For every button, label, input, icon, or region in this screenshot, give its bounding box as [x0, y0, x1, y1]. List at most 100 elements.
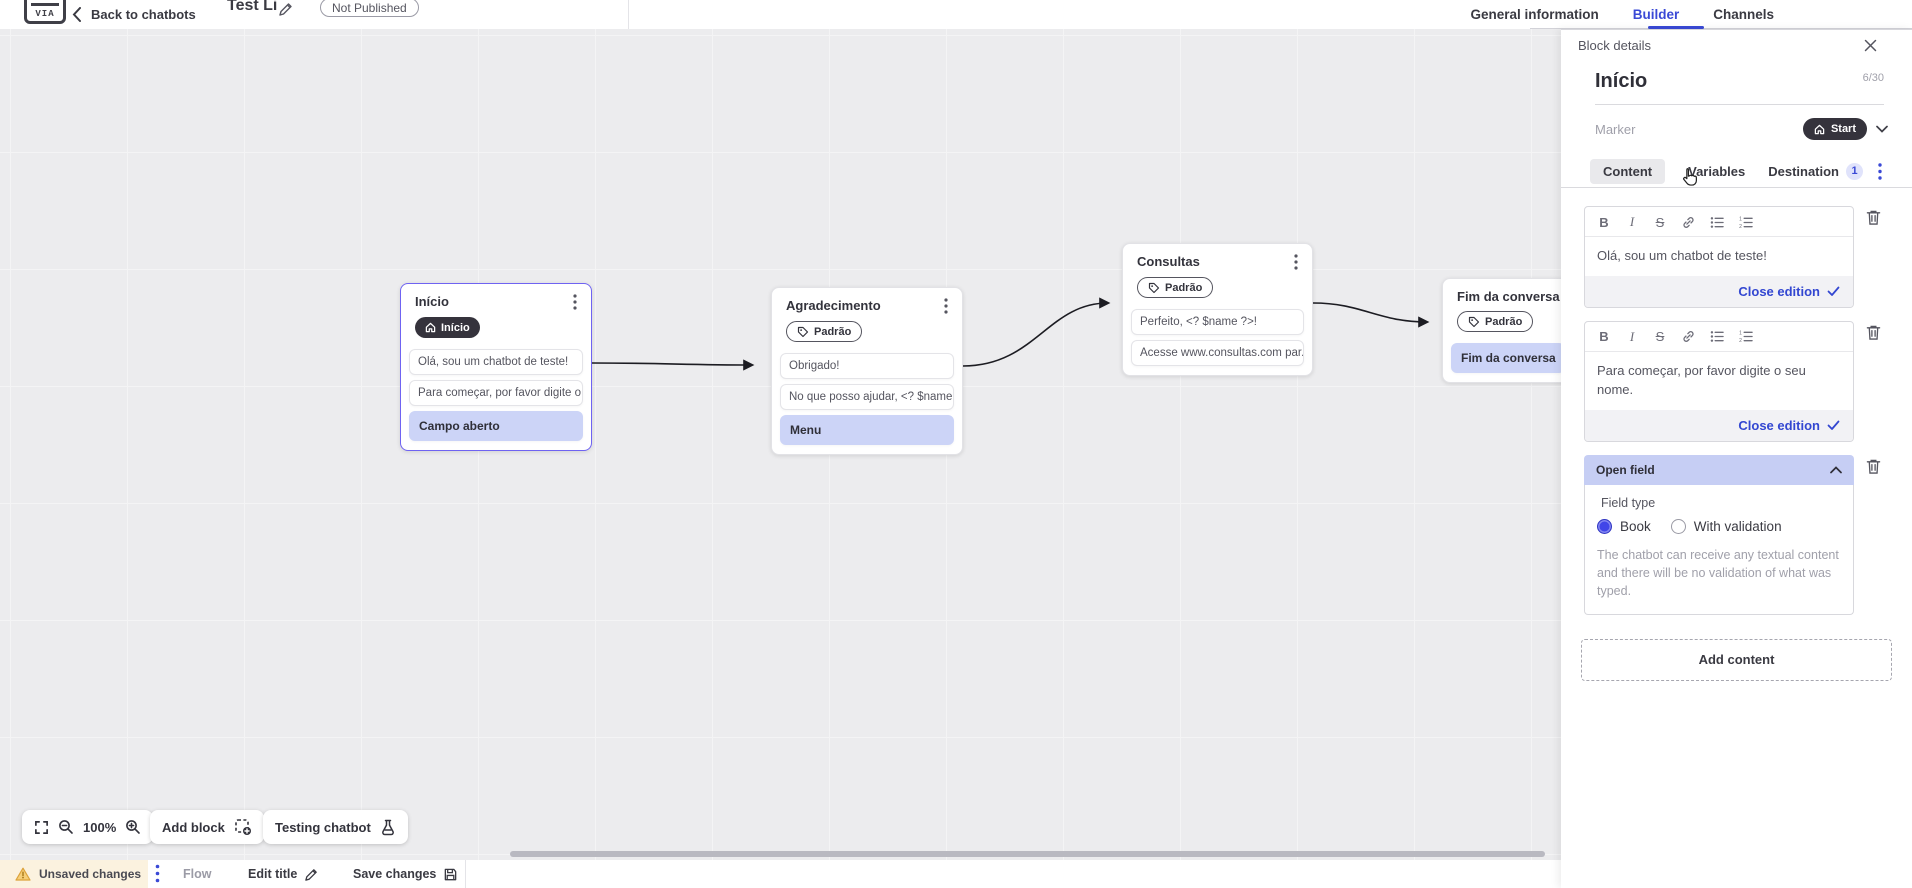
block-title: Início: [415, 294, 449, 309]
strikethrough-icon[interactable]: S: [1655, 329, 1665, 345]
close-edition-link[interactable]: Close edition: [1738, 283, 1820, 299]
open-field-section: Open field Field type Book Wi: [1584, 454, 1854, 615]
flow-label: Flow: [183, 867, 212, 881]
tabs-underline: [1530, 28, 1912, 29]
fullscreen-icon[interactable]: [34, 820, 49, 835]
unsaved-changes-label: Unsaved changes: [39, 867, 142, 881]
block-name-input[interactable]: Início: [1595, 70, 1648, 92]
horizontal-scrollbar[interactable]: [510, 851, 1545, 857]
block-message-item[interactable]: Obrigado!: [780, 353, 954, 379]
statusbar-divider: [465, 860, 466, 888]
pencil-icon: [305, 868, 318, 881]
editor-text[interactable]: Para começar, por favor digite o seu nom…: [1597, 362, 1806, 397]
panel-title: Block details: [1578, 37, 1651, 53]
top-bar: VIA Back to chatbots Test Li Not Publish…: [0, 0, 1912, 29]
tag-icon: [797, 326, 809, 337]
block-open-field-item[interactable]: Campo aberto: [409, 411, 583, 441]
zoom-in-icon[interactable]: [125, 819, 141, 835]
panel-tab-destination[interactable]: Destination 1: [1768, 162, 1864, 180]
block-marker-pill: Início: [415, 317, 480, 338]
unsaved-changes-indicator: Unsaved changes: [0, 860, 148, 888]
marker-label: Padrão: [1485, 315, 1523, 328]
numbered-list-icon[interactable]: 12: [1739, 216, 1754, 229]
bold-icon[interactable]: B: [1599, 214, 1609, 230]
block-message-item[interactable]: Perfeito, <? $name ?>!: [1131, 309, 1304, 335]
open-field-row: Open field Field type Book Wi: [1584, 454, 1892, 615]
add-content-button[interactable]: Add content: [1581, 638, 1892, 681]
italic-icon[interactable]: I: [1629, 328, 1635, 344]
block-message-item[interactable]: Para começar, por favor digite o ...: [409, 380, 583, 406]
status-menu-icon[interactable]: [155, 864, 160, 883]
radio-selected-icon[interactable]: [1597, 518, 1612, 534]
bold-icon[interactable]: B: [1599, 329, 1609, 345]
option-book-label: Book: [1620, 518, 1651, 534]
block-menu-icon[interactable]: [1294, 254, 1298, 270]
tab-channels[interactable]: Channels: [1713, 7, 1774, 22]
tab-builder[interactable]: Builder: [1632, 7, 1680, 22]
flow-block-agradecimento[interactable]: Agradecimento Padrão Obrigado! No que po…: [771, 287, 963, 455]
save-changes-button[interactable]: Save changes: [353, 860, 458, 888]
testing-chatbot-button[interactable]: Testing chatbot: [263, 810, 408, 844]
editor-text[interactable]: Olá, sou um chatbot de teste!: [1597, 248, 1767, 263]
tab-general-information[interactable]: General information: [1470, 7, 1599, 22]
close-edition-link[interactable]: Close edition: [1738, 417, 1820, 433]
panel-tab-content[interactable]: Content: [1590, 158, 1666, 184]
block-marker-pill: Padrão: [1137, 277, 1214, 298]
open-field-body: Field type Book With validation The: [1584, 484, 1854, 615]
flow-block-inicio[interactable]: Início Início Olá, sou um chatbot de tes…: [400, 283, 592, 451]
block-menu-icon[interactable]: [944, 298, 948, 314]
marker-start-pill[interactable]: Start: [1802, 118, 1867, 140]
bullet-list-icon[interactable]: [1710, 330, 1725, 343]
block-menu-icon[interactable]: [573, 294, 577, 310]
radio-unselected-icon[interactable]: [1670, 518, 1686, 534]
bullet-list-icon[interactable]: [1710, 216, 1725, 229]
open-field-header[interactable]: Open field: [1584, 454, 1854, 485]
chatbot-title[interactable]: Test Li: [227, 0, 278, 14]
flow-view-button[interactable]: Flow: [183, 860, 211, 888]
block-details-panel: Block details Início 6/30 Marker Start C…: [1561, 29, 1912, 888]
delete-open-field-icon[interactable]: [1866, 458, 1881, 475]
block-message-item[interactable]: Acesse www.consultas.com par...: [1131, 340, 1304, 366]
option-validation-label: With validation: [1693, 518, 1782, 534]
delete-content-icon[interactable]: [1866, 209, 1881, 226]
numbered-list-icon[interactable]: 12: [1739, 330, 1754, 343]
chevron-down-icon[interactable]: [1876, 125, 1888, 133]
edit-title-button[interactable]: Edit title: [248, 860, 319, 888]
block-end-item[interactable]: Fim da conversa: [1451, 343, 1561, 373]
field-type-label: Field type: [1601, 495, 1656, 510]
add-block-button[interactable]: Add block: [150, 810, 264, 844]
zoom-out-icon[interactable]: [58, 819, 74, 835]
block-message-item[interactable]: No que posso ajudar, <? $name ...: [780, 384, 954, 410]
svg-text:1: 1: [1739, 216, 1742, 222]
italic-icon[interactable]: I: [1629, 214, 1635, 229]
topbar-divider: [628, 0, 629, 29]
destination-tab-label: Destination: [1768, 163, 1840, 179]
link-icon[interactable]: [1681, 329, 1696, 344]
link-icon[interactable]: [1681, 215, 1696, 230]
edit-title-label: Edit title: [248, 867, 298, 881]
flow-canvas[interactable]: Início Início Olá, sou um chatbot de tes…: [0, 29, 1561, 860]
back-to-chatbots-button[interactable]: Back to chatbots: [72, 0, 196, 29]
panel-tabs-menu-icon[interactable]: [1878, 163, 1882, 180]
close-panel-icon[interactable]: [1864, 39, 1877, 52]
field-type-option-with-validation[interactable]: With validation: [1670, 518, 1782, 534]
block-message-item[interactable]: Olá, sou um chatbot de teste!: [409, 349, 583, 375]
panel-tab-variables[interactable]: Variables: [1683, 164, 1745, 186]
flow-block-fim-da-conversa[interactable]: Fim da conversa Padrão Fim da conversa: [1442, 278, 1561, 383]
chevron-up-icon: [1830, 465, 1842, 473]
marker-label: Padrão: [1165, 281, 1203, 294]
field-type-option-book[interactable]: Book: [1597, 518, 1651, 534]
delete-content-icon[interactable]: [1866, 324, 1881, 341]
strikethrough-icon[interactable]: S: [1655, 214, 1665, 230]
panel-tabs: Content Variables Destination 1: [1561, 155, 1912, 188]
svg-text:2: 2: [1739, 224, 1742, 229]
zoom-level: 100%: [83, 819, 117, 835]
flow-block-consultas[interactable]: Consultas Padrão Perfeito, <? $name ?>! …: [1122, 243, 1313, 376]
block-menu-item[interactable]: Menu: [780, 415, 954, 445]
edit-title-pencil-icon[interactable]: [278, 1, 294, 17]
